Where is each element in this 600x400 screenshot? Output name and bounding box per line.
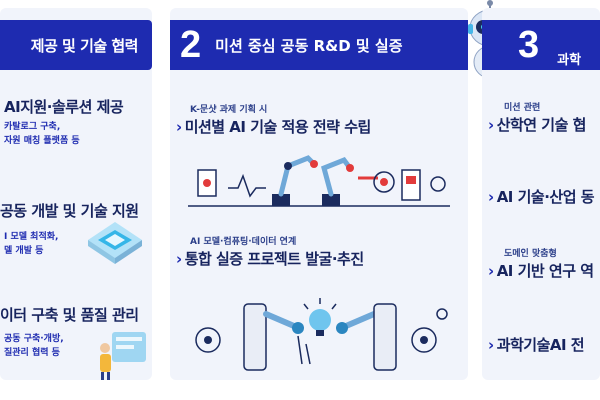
panel2-block1-kicker: K-문샷 과제 기획 시 — [190, 105, 268, 115]
panel2-header-number: 2 — [180, 23, 202, 66]
chevron-right-icon: › — [488, 188, 494, 206]
chevron-right-icon: › — [176, 118, 182, 136]
robot-arm-illustration — [188, 148, 450, 218]
panel1-item1-heading: AI지원·솔루션 제공 — [4, 98, 124, 116]
panel3-item3-kicker: 도메인 맞춤형 — [504, 249, 557, 259]
panel2-block1-heading: ›미션별 AI 기술 적용 전략 수립 — [176, 118, 371, 136]
panel-collaboration: 제공 및 기술 협력 AI지원·솔루션 제공 카탈로그 구축, 자원 매칭 플랫… — [0, 8, 152, 380]
panel-science-ai: 3 과학 미션 관련 ›산학연 기술 협 ›AI 기술·산업 동 도메인 맞춤형… — [482, 8, 600, 380]
panel2-header: 2 미션 중심 공동 R&D 및 실증 — [170, 20, 468, 70]
panel3-header-number: 3 — [518, 23, 540, 66]
chevron-right-icon: › — [176, 250, 182, 268]
chevron-right-icon: › — [488, 262, 494, 280]
panel1-header-title: 제공 및 기술 협력 — [30, 36, 139, 55]
panel1-item3-heading: 이터 구축 및 품질 관리 — [0, 306, 139, 324]
panel3-header-title: 과학 — [557, 52, 582, 68]
panel3-item1-heading: ›산학연 기술 협 — [488, 116, 586, 134]
panel3-item4-heading: ›과학기술AI 전 — [488, 336, 585, 354]
panel1-item2-sub: I 모델 최적화, 델 개발 등 — [4, 232, 59, 256]
panel1-item2-heading: 공동 개발 및 기술 지원 — [0, 202, 139, 220]
chip-icon — [86, 218, 144, 270]
panel3-item1-kicker: 미션 관련 — [504, 103, 541, 113]
panel2-block2-heading: ›통합 실증 프로젝트 발굴·추진 — [176, 250, 364, 268]
panel1-header: 제공 및 기술 협력 — [0, 20, 152, 70]
panel3-item2-heading: ›AI 기술·산업 동 — [488, 188, 595, 206]
panel3-item3-heading: ›AI 기반 연구 역 — [488, 262, 594, 280]
chevron-right-icon: › — [488, 336, 494, 354]
panel2-block2-kicker: AI 모델·컴퓨팅·데이터 연계 — [190, 237, 297, 247]
panel1-item3-sub: 공동 구축·개방, 질관리 협력 등 — [4, 334, 64, 358]
panel-mission-rnd: 2 미션 중심 공동 R&D 및 실증 K-문샷 과제 기획 시 ›미션별 AI… — [170, 8, 468, 380]
chevron-right-icon: › — [488, 116, 494, 134]
person-with-tablet-icon — [96, 328, 148, 380]
panel3-header: 3 과학 — [482, 20, 600, 70]
robot-hands-lightbulb-illustration — [186, 284, 452, 374]
panel2-header-title: 미션 중심 공동 R&D 및 실증 — [215, 36, 403, 55]
panel1-item1-sub: 카탈로그 구축, 자원 매칭 플랫폼 등 — [4, 122, 80, 146]
